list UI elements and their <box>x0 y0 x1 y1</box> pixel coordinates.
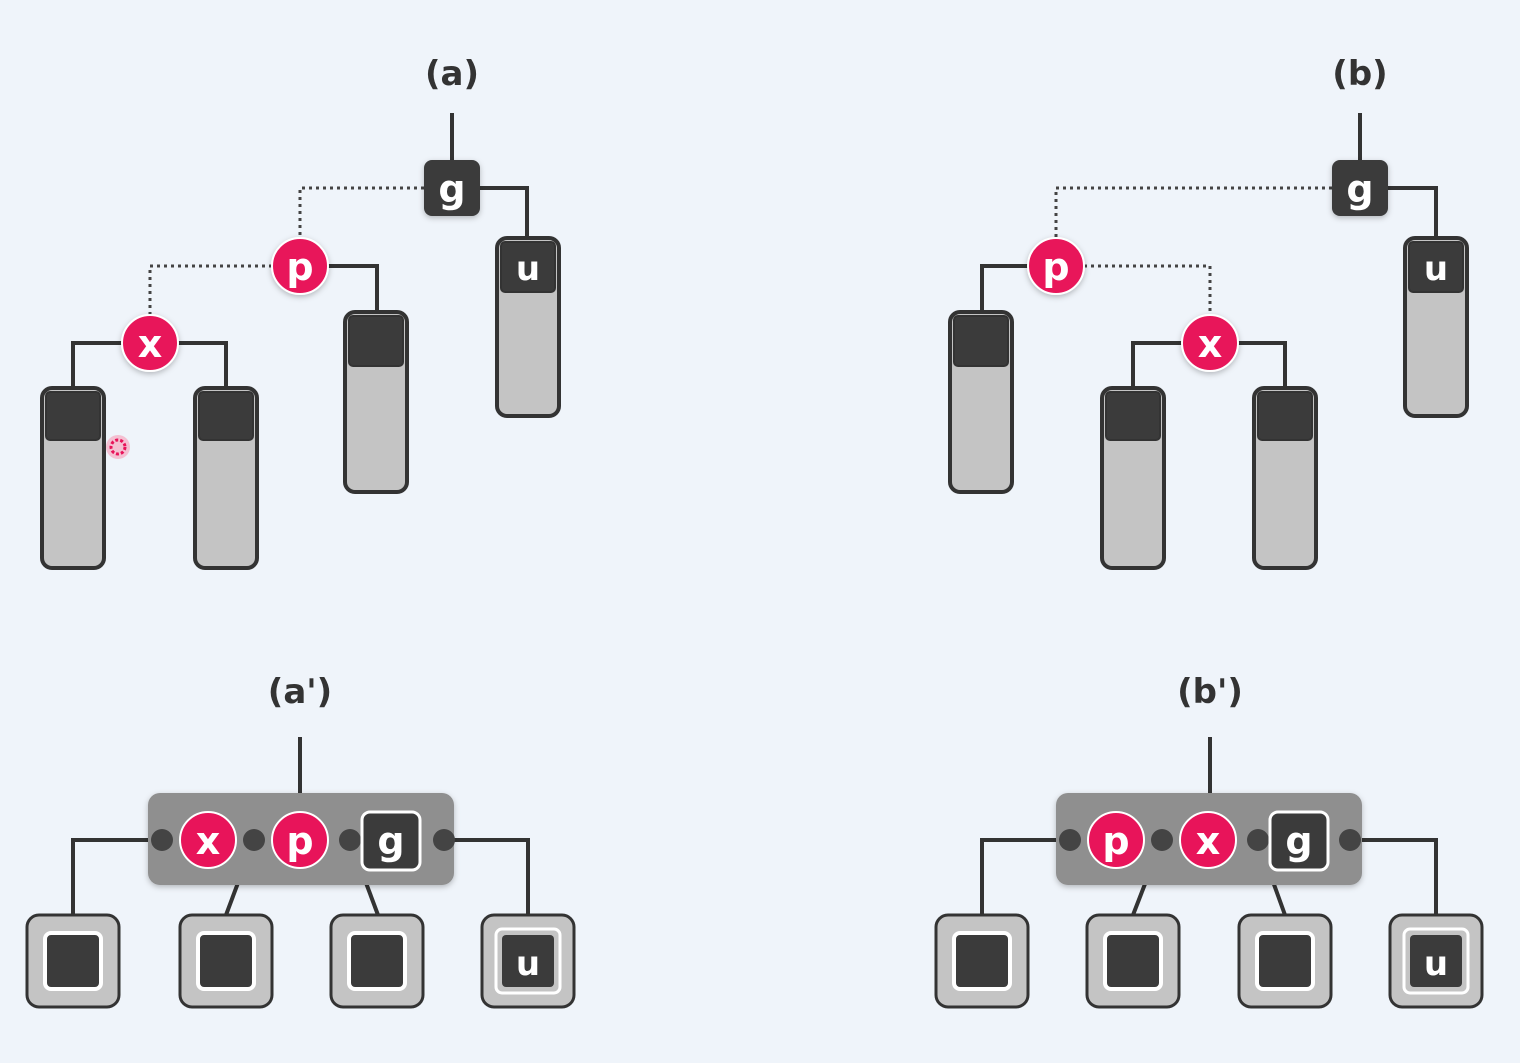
leaf-subtree <box>1252 386 1318 570</box>
pointer-port <box>433 829 455 851</box>
g-node-label: g <box>377 819 404 863</box>
x-left-edge <box>71 341 122 388</box>
p-node: p <box>271 237 329 295</box>
g-node: g <box>360 810 422 872</box>
leaf-subtree <box>1100 386 1166 570</box>
x-left-edge <box>1131 341 1182 388</box>
u-node-label: u <box>1424 249 1448 289</box>
p-node-label: p <box>1102 819 1129 863</box>
p-x-edge <box>1084 264 1212 315</box>
x-right-edge <box>178 341 228 388</box>
g-u-edge <box>1388 186 1438 238</box>
x-node-label: x <box>138 322 163 366</box>
g-node-label: g <box>1285 819 1312 863</box>
p-left-edge <box>980 264 1028 312</box>
panel-b-label: (b) <box>1332 54 1387 94</box>
child-edge <box>71 838 162 915</box>
pointer-port <box>1247 829 1269 851</box>
panel-a-label: (a) <box>425 54 479 94</box>
x-node-label: x <box>1196 819 1221 863</box>
uncle-box: u <box>1388 913 1484 1009</box>
g-p-edge <box>1054 186 1332 238</box>
u-node-label: u <box>516 944 540 984</box>
x-right-edge <box>1238 341 1287 388</box>
pointer-port <box>151 829 173 851</box>
pointer-port <box>1151 829 1173 851</box>
leaf-box <box>329 913 425 1009</box>
leaf-box <box>1237 913 1333 1009</box>
p-node-label: p <box>286 245 313 289</box>
leaf-subtree <box>40 386 106 570</box>
cursor-marker-icon <box>106 435 130 459</box>
g-node-label: g <box>438 167 465 211</box>
leaf-subtree <box>193 386 259 570</box>
panel-b: (b) u g p <box>948 54 1469 570</box>
x-node: x <box>1179 811 1237 869</box>
p-node-label: p <box>1042 245 1069 289</box>
panel-b-prime-label: (b') <box>1177 672 1243 712</box>
p-x-edge <box>148 264 272 315</box>
leaf-box <box>934 913 1030 1009</box>
p-node: p <box>271 811 329 869</box>
pointer-port <box>1339 829 1361 851</box>
panel-a: (a) u g <box>40 54 561 570</box>
child-edge <box>1350 838 1438 915</box>
leaf-box <box>178 913 274 1009</box>
pointer-port <box>243 829 265 851</box>
pointer-port <box>339 829 361 851</box>
x-node: x <box>1181 314 1239 372</box>
uncle-subtree: u <box>1403 236 1469 418</box>
pointer-port <box>1059 829 1081 851</box>
leaf-box <box>1085 913 1181 1009</box>
p-node: p <box>1027 237 1085 295</box>
leaf-box <box>25 913 121 1009</box>
g-node: g <box>1268 810 1330 872</box>
g-node: g <box>424 160 480 216</box>
uncle-subtree: u <box>495 236 561 418</box>
u-node-label: u <box>516 249 540 289</box>
panel-a-prime-label: (a') <box>268 672 332 712</box>
x-node-label: x <box>196 819 221 863</box>
child-edge <box>444 838 530 915</box>
g-node-label: g <box>1346 167 1373 211</box>
uncle-box: u <box>480 913 576 1009</box>
panel-b-prime: (b') p x g <box>934 672 1484 1009</box>
g-p-edge <box>298 186 424 238</box>
x-node: x <box>121 314 179 372</box>
g-u-edge <box>480 186 529 238</box>
p-node-label: p <box>286 819 313 863</box>
leaf-subtree <box>948 310 1014 494</box>
x-node: x <box>179 811 237 869</box>
u-node-label: u <box>1424 944 1448 984</box>
p-right-edge <box>328 264 379 312</box>
panel-a-prime: (a') x p g <box>25 672 576 1009</box>
p-node: p <box>1087 811 1145 869</box>
child-edge <box>980 838 1070 915</box>
g-node: g <box>1332 160 1388 216</box>
leaf-subtree <box>343 310 409 494</box>
x-node-label: x <box>1198 322 1223 366</box>
